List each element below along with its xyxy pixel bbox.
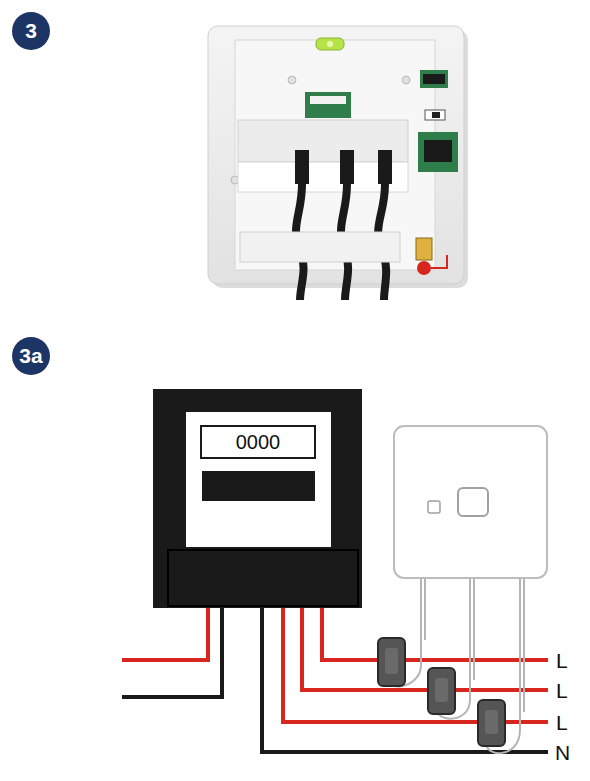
- current-clamp: [378, 638, 505, 746]
- electricity-meter: [153, 389, 362, 608]
- step-badge: 3: [12, 12, 50, 50]
- device-photo-part: [235, 40, 435, 270]
- device-photo-part: [431, 255, 447, 268]
- energy-monitor-part: [394, 426, 547, 578]
- device-photo-part: [240, 232, 400, 262]
- device-photo-part: [208, 26, 464, 284]
- wire-label: L: [556, 712, 568, 733]
- electricity-meter-part: [153, 389, 362, 608]
- electricity-meter-part: [186, 412, 331, 547]
- electricity-meter-part: [168, 550, 358, 606]
- current-clamp-part: [435, 678, 448, 702]
- step-badge: 3a: [12, 337, 50, 375]
- current-clamp-part: [485, 710, 498, 734]
- device-photo-part: [212, 30, 468, 288]
- device-photo-part: [310, 96, 346, 104]
- step-number: 3a: [19, 344, 42, 368]
- step-number: 3: [25, 19, 37, 43]
- wiring-part: [262, 608, 548, 752]
- current-clamp-part: [428, 668, 455, 714]
- device-photo-part: [423, 74, 445, 84]
- device-photo-part: [378, 150, 392, 184]
- electricity-meter-part: [201, 470, 316, 502]
- device-photo-part: [418, 132, 458, 172]
- meter-display: 0000: [200, 425, 316, 459]
- sensor-cable-part: [424, 578, 426, 640]
- current-clamp-part: [378, 638, 405, 686]
- energy-monitor: [394, 426, 547, 578]
- wiring: [122, 608, 548, 752]
- meter-reading: 0000: [236, 431, 281, 454]
- wire-label: L: [556, 680, 568, 701]
- device-photo-part: [432, 112, 440, 118]
- energy-monitor-part: [458, 488, 488, 516]
- device-photo-part: [402, 76, 410, 84]
- badge-circle: [12, 12, 50, 50]
- wiring-part: [322, 608, 548, 660]
- device-photo-part: [295, 150, 309, 184]
- device-photo-part: [424, 140, 452, 162]
- wiring-part: [122, 608, 208, 660]
- wire-label: N: [555, 742, 570, 763]
- device-photo-part: [305, 92, 351, 118]
- device-photo-part: [420, 70, 448, 88]
- badge-circle: [12, 337, 50, 375]
- current-clamp-part: [478, 700, 505, 746]
- wiring-part: [122, 608, 222, 697]
- sensor-cable-part: [523, 578, 525, 712]
- sensor-cable-part: [473, 578, 475, 680]
- energy-monitor-part: [428, 501, 440, 513]
- device-photo-part: [288, 76, 296, 84]
- device-photo-part: [327, 41, 333, 47]
- device-photo-part: [316, 38, 344, 50]
- device-photo-part: [417, 261, 431, 275]
- device-photo-part: [425, 110, 445, 120]
- device-photo-part: [340, 150, 354, 184]
- device-photo: [208, 26, 468, 300]
- device-photo-part: [416, 238, 432, 260]
- current-clamp-part: [385, 648, 398, 674]
- wire-label: L: [556, 650, 568, 671]
- wiring-part: [283, 608, 548, 722]
